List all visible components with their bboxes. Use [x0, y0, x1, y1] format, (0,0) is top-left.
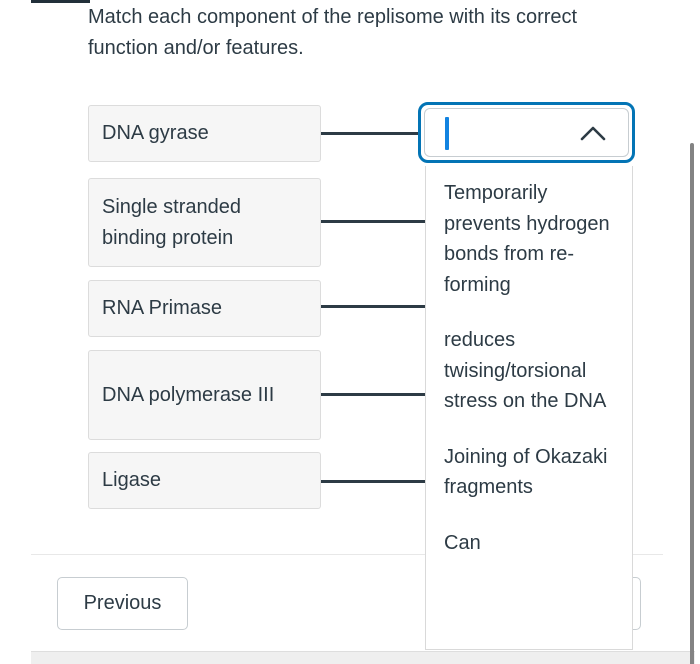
- chevron-up-icon: [580, 126, 606, 140]
- option-joining-okazaki-fragments[interactable]: Joining of Okazaki fragments: [444, 445, 608, 499]
- match-stem-dna-polymerase-iii: DNA polymerase III: [88, 350, 321, 440]
- connector-line: [321, 220, 425, 223]
- previous-button-label: Previous: [83, 592, 162, 614]
- stem-label: RNA Primase: [102, 297, 223, 319]
- stem-label: DNA gyrase: [102, 122, 209, 144]
- answer-combobox[interactable]: [424, 108, 629, 157]
- question-text: Match each component of the replisome wi…: [88, 6, 578, 59]
- match-stem-rna-primase: RNA Primase: [88, 280, 321, 337]
- option-reduces-torsional-stress[interactable]: reduces twising/torsional stress on the …: [444, 329, 607, 412]
- match-stem-dna-gyrase: DNA gyrase: [88, 105, 321, 162]
- option-prevents-hydrogen-bonds[interactable]: Temporarily prevents hydrogen bonds from…: [444, 182, 610, 296]
- previous-button[interactable]: Previous: [57, 577, 188, 630]
- top-edge-cutoff-bar: [31, 0, 90, 3]
- stem-label: DNA polymerase III: [102, 383, 275, 406]
- option-can-truncated[interactable]: Can: [444, 531, 481, 554]
- connector-line: [321, 132, 425, 135]
- page-bottom-strip: [31, 651, 695, 664]
- answer-options-listbox: Temporarily prevents hydrogen bonds from…: [425, 166, 633, 650]
- vertical-scrollbar-thumb[interactable]: [690, 143, 694, 664]
- text-caret: [445, 117, 449, 150]
- stem-label: Single stranded binding protein: [102, 195, 241, 249]
- footer-divider: [31, 554, 663, 555]
- match-stem-ligase: Ligase: [88, 452, 321, 509]
- connector-line: [321, 480, 425, 483]
- stem-label: Ligase: [102, 469, 161, 491]
- connector-line: [321, 305, 425, 308]
- match-stem-ssb-protein: Single stranded binding protein: [88, 178, 321, 267]
- connector-line: [321, 393, 425, 396]
- answer-combobox-focus-ring: [418, 102, 635, 163]
